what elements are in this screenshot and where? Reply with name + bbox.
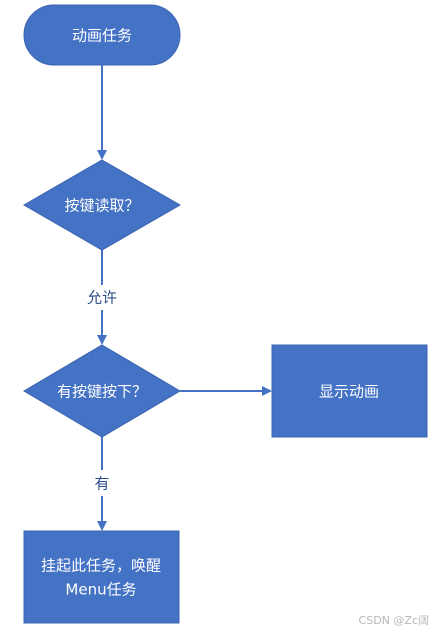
action-show-animation: 显示动画 [271, 344, 428, 438]
start-node: 动画任务 [23, 4, 181, 66]
edge-label-yes: 有 [94, 475, 109, 493]
action-show-animation-label: 显示动画 [319, 383, 379, 401]
decision-key-read: 按键读取？ [22, 159, 182, 251]
watermark: CSDN @Zc阔 [358, 614, 429, 627]
decision-key-read-label: 按键读取？ [64, 197, 139, 215]
decision-key-pressed: 有按键按下？ [23, 344, 181, 438]
edge-label-allow: 允许 [87, 289, 117, 307]
action-suspend-wake-menu: 挂起此任务，唤醒 Menu任务 [23, 530, 180, 624]
action-suspend-label-line2: Menu任务 [65, 581, 136, 599]
start-node-label: 动画任务 [72, 27, 132, 45]
decision-key-pressed-label: 有按键按下？ [57, 383, 147, 401]
action-suspend-label-line1: 挂起此任务，唤醒 [41, 557, 161, 575]
